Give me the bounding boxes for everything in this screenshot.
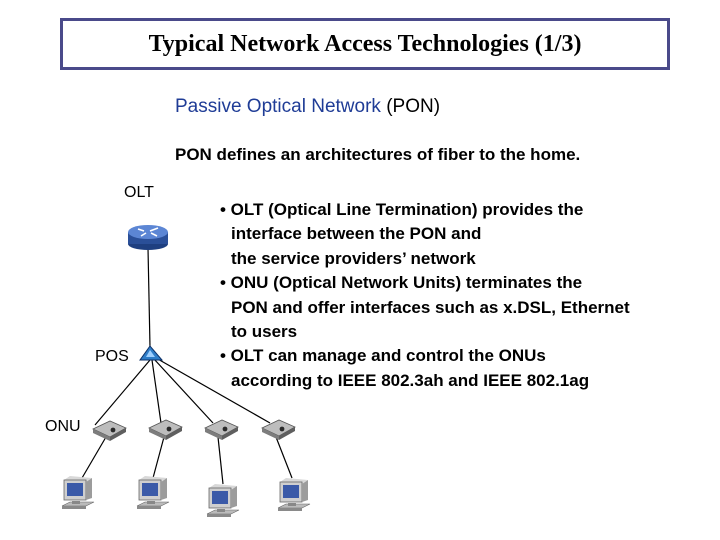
subtitle-acronym: (PON) <box>386 96 441 117</box>
onu-device-icon <box>148 419 183 440</box>
pos-label: POS <box>95 348 129 365</box>
olt-router-icon <box>128 225 168 250</box>
bullet-line: • ONU (Optical Network Units) terminates… <box>220 273 583 293</box>
bullet-management: • OLT can manage and control the ONUs ac… <box>220 344 710 393</box>
splitter-icon <box>139 345 164 361</box>
pc-icon <box>136 476 170 509</box>
bullet-line: to users <box>231 322 298 342</box>
pos-to-onu-link <box>155 357 271 424</box>
olt-label: OLT <box>124 184 154 201</box>
onu-device-icon <box>261 419 296 440</box>
bullet-line: • OLT (Optical Line Termination) provide… <box>220 200 584 219</box>
onu-device-icon <box>92 420 127 441</box>
onu-device-icon <box>204 419 239 440</box>
bullet-line: interface between the PON and <box>231 224 482 244</box>
pon-definition: PON defines an architectures of fiber to… <box>175 145 581 164</box>
onu-to-pc-link <box>275 436 293 479</box>
onu-label: ONU <box>45 418 81 435</box>
bullet-line: the service providers’ network <box>231 248 476 268</box>
onu-to-pc-link <box>81 436 107 479</box>
slide-subtitle: Passive Optical Network (PON) <box>175 96 440 118</box>
olt-to-pos-link <box>147 247 151 348</box>
onu-to-pc-link <box>217 436 224 485</box>
bullet-list: • OLT (Optical Line Termination) provide… <box>220 198 710 393</box>
pos-to-onu-link <box>94 359 151 426</box>
bullet-onu: • ONU (Optical Network Units) terminates… <box>220 271 710 344</box>
slide-title-box: Typical Network Access Technologies (1/3… <box>60 18 670 70</box>
bullet-line: PON and offer interfaces such as x.DSL, … <box>231 297 630 317</box>
pos-to-onu-link <box>151 359 162 424</box>
pc-icon <box>206 484 240 517</box>
pc-icon <box>61 476 95 509</box>
bullet-line: according to IEEE 802.3ah and IEEE 802.1… <box>231 370 590 390</box>
bullet-line: • OLT can manage and control the ONUs <box>220 346 546 366</box>
pc-icon <box>277 478 311 511</box>
onu-to-pc-link <box>152 436 165 479</box>
bullet-olt: • OLT (Optical Line Termination) provide… <box>220 198 710 271</box>
subtitle-main: Passive Optical Network <box>175 96 381 117</box>
slide-title: Typical Network Access Technologies (1/3… <box>148 30 582 57</box>
pos-to-onu-link <box>153 358 214 424</box>
